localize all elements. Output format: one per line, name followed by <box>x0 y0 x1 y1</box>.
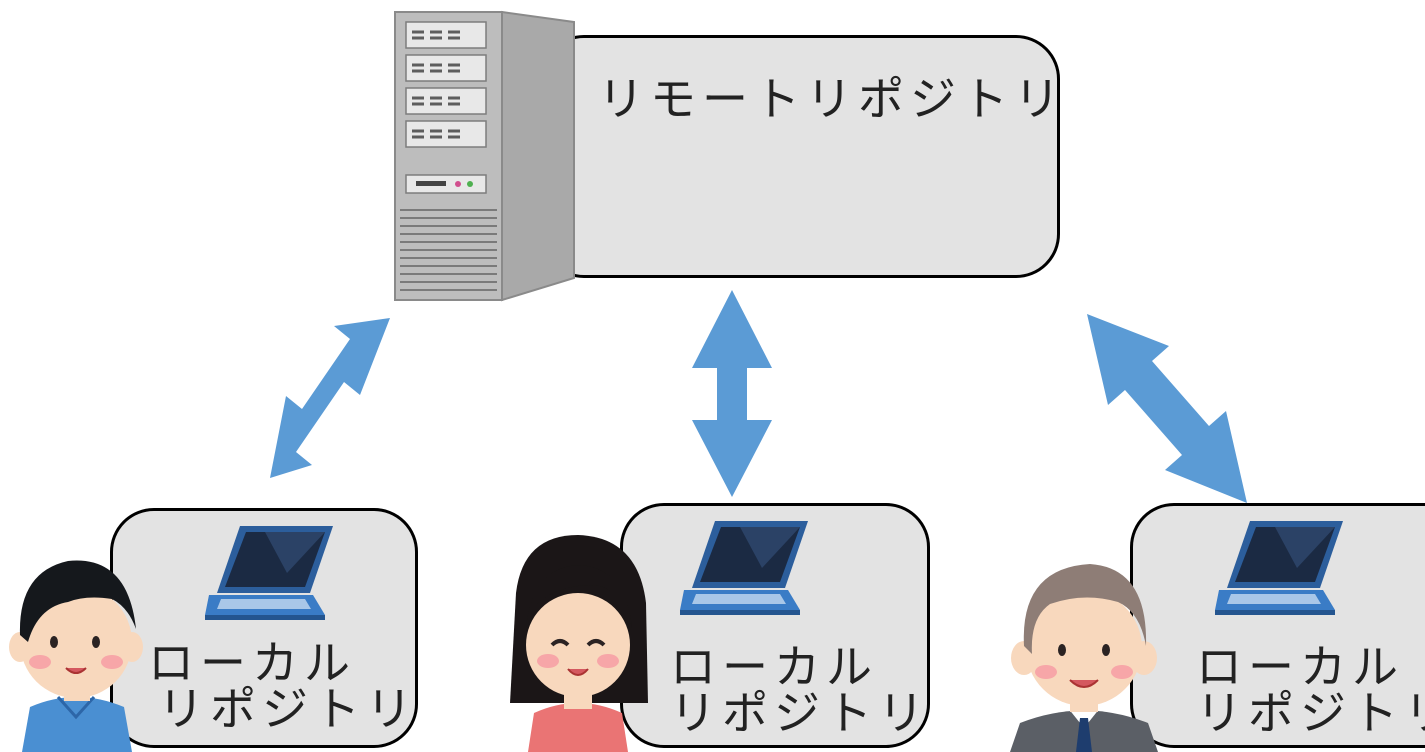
arrow-right <box>1087 314 1247 503</box>
businessman-icon <box>1010 564 1158 752</box>
local-repository-label-3-line2: リポジトリ <box>1196 686 1425 740</box>
local-repository-label-1-line2: リポジトリ <box>158 682 418 736</box>
woman-icon <box>510 535 648 752</box>
remote-repository-box <box>540 35 1060 278</box>
laptop-icon <box>1215 521 1343 615</box>
local-repository-label-2-line1: ローカル <box>670 640 878 694</box>
arrow-left <box>270 318 390 478</box>
local-repository-label-1-line1: ローカル <box>148 636 356 690</box>
arrow-center <box>692 290 772 497</box>
remote-repository-label: リモートリポジトリ <box>598 72 1066 126</box>
local-repository-label-3-line1: ローカル <box>1196 640 1404 694</box>
laptop-icon <box>680 521 808 615</box>
server-icon <box>394 10 575 302</box>
laptop-icon <box>205 526 333 620</box>
boy-icon <box>9 560 143 752</box>
local-repository-label-2-line2: リポジトリ <box>670 686 930 740</box>
